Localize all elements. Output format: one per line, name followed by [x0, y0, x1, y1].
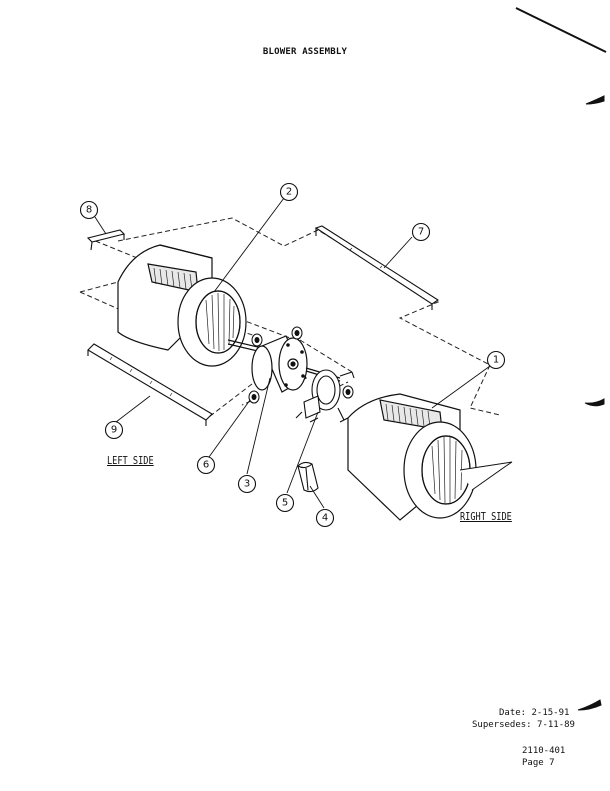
callout-number: 4: [322, 513, 328, 524]
callout-6: [196, 455, 216, 475]
motor-mount-band: [295, 369, 355, 423]
callout-7: [411, 222, 431, 242]
callout-1: [486, 350, 506, 370]
page-title: BLOWER ASSEMBLY: [262, 47, 348, 57]
callout-5: [275, 493, 295, 513]
callout-2: [279, 182, 299, 202]
motor-grommets: [248, 326, 354, 404]
left-top-rail: [86, 229, 126, 251]
scan-marks: [515, 7, 607, 711]
callout-number: 8: [86, 205, 92, 216]
callout-number: 3: [244, 479, 250, 490]
right-top-rail: [314, 225, 440, 310]
blower-motor: [227, 335, 341, 393]
leader-lines: [94, 197, 491, 509]
left-bottom-rail: [87, 343, 213, 426]
right-side-label: RIGHT SIDE: [460, 511, 512, 523]
callout-number: 6: [203, 460, 209, 471]
callout-circles: [79, 182, 506, 528]
left-side-label: LEFT SIDE: [107, 455, 154, 467]
callout-number: 9: [111, 425, 117, 436]
document-number: 2110-401: [522, 746, 566, 756]
supersedes-date: Supersedes: 7-11-89: [472, 720, 575, 730]
right-blower-housing: [339, 393, 513, 521]
callout-number: 2: [286, 187, 292, 198]
callout-number: 5: [282, 498, 288, 509]
capacitor: [297, 461, 319, 493]
callout-8: [79, 200, 99, 220]
page-number: Page 7: [522, 758, 555, 768]
revision-date: Date: 2-15-91: [499, 708, 570, 718]
left-blower-housing: [117, 244, 247, 367]
callout-number: 7: [418, 227, 424, 238]
callout-number: 1: [493, 355, 499, 366]
callout-3: [237, 474, 257, 494]
callout-9: [104, 420, 124, 440]
callout-4: [315, 508, 335, 528]
